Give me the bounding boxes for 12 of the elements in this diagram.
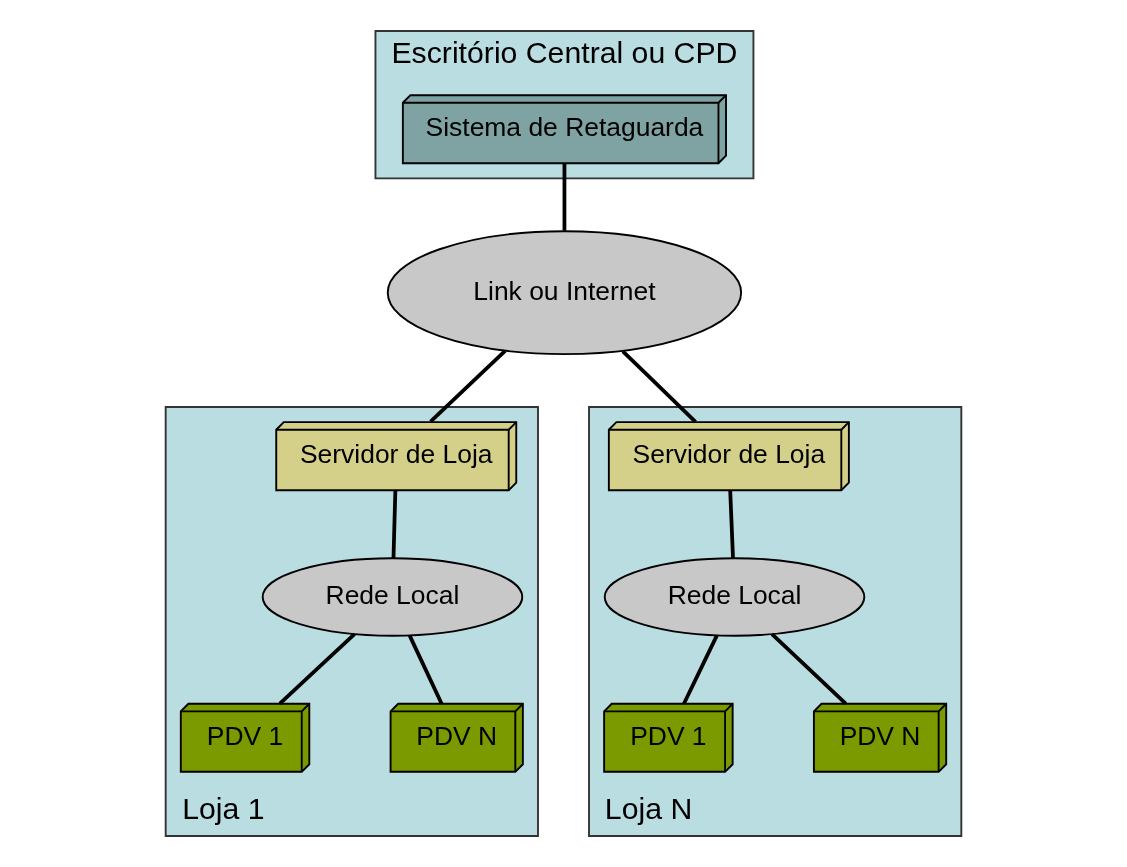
- connector: [682, 634, 719, 705]
- node-ellipse: Rede Local: [603, 557, 866, 637]
- connector: [429, 349, 507, 424]
- connector: [770, 632, 847, 705]
- connector: [407, 634, 444, 705]
- node-ellipse: Rede Local: [261, 557, 524, 637]
- connector: [728, 490, 735, 559]
- connector: [621, 350, 697, 424]
- connector: [278, 632, 356, 705]
- connector: [391, 490, 398, 559]
- node-ellipse: Link ou Internet: [386, 230, 743, 356]
- connector: [562, 163, 567, 231]
